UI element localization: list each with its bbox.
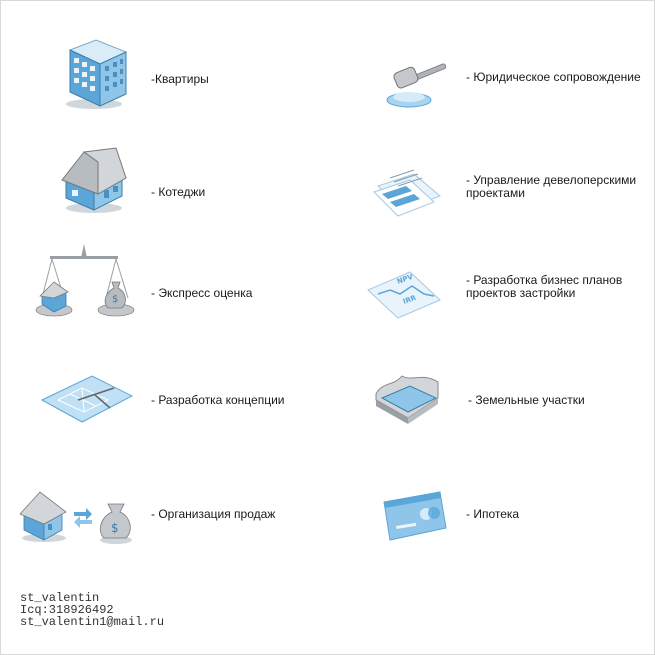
cottage-house-icon — [61, 147, 127, 213]
scales-icon: $ — [35, 244, 135, 317]
service-label: - Котеджи — [151, 185, 206, 199]
signature-icq: Icq:318926492 — [20, 603, 114, 617]
signature-block: st_valentin Icq:318926492 st_valentin1@m… — [20, 592, 164, 628]
service-label: - Юридическое сопровождение — [466, 70, 641, 84]
service-label: -Квартиры — [151, 72, 209, 86]
blueprint-icon — [40, 375, 134, 423]
service-label: - Экспресс оценка — [151, 286, 253, 300]
house-money-exchange-icon: $ — [19, 491, 132, 544]
service-label: - Разработка концепции — [151, 393, 285, 407]
gavel-icon — [386, 63, 447, 108]
service-label: - Земельные участки — [468, 393, 585, 407]
service-label: - Ипотека — [466, 507, 520, 521]
svg-text:$: $ — [112, 294, 118, 305]
npv-irr-chart-icon: NPV IRR — [367, 271, 441, 319]
signature-name: st_valentin — [20, 591, 100, 605]
service-label: - Организация продаж — [151, 507, 276, 521]
service-label: - Разработка бизнес планов проектов заст… — [466, 273, 623, 300]
documents-icon — [373, 169, 441, 217]
apartment-building-icon — [66, 39, 128, 109]
svg-text:$: $ — [111, 521, 119, 535]
bank-card-icon — [383, 491, 447, 541]
signature-email[interactable]: st_valentin1@mail.ru — [20, 615, 165, 629]
service-label: - Управление девелоперскими проектами — [466, 173, 637, 200]
land-plot-icon — [375, 375, 439, 424]
